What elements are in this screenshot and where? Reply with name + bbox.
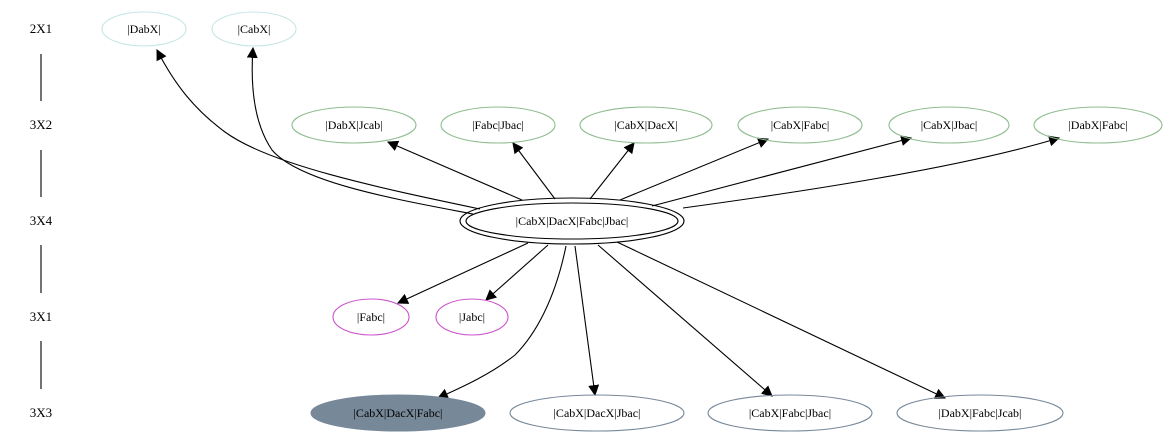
node-label: |CabX|Jbac| [921,118,978,132]
node-jabc[interactable]: |Jabc| [435,298,509,336]
node-dabx[interactable]: |DabX| [101,11,187,47]
edge-center-to-cabx-dacx [589,142,635,200]
edge-center-to-cabx-fabc [619,137,770,201]
rank-label-3x2: 3X2 [30,117,52,132]
edge-center-to-cabx-dacx-fabc [436,245,567,399]
edge-center-to-cabx-jbac [651,135,913,207]
node-cabx[interactable]: |CabX| [211,11,297,47]
edge-center-to-dabx-fabc [682,135,1061,209]
edge-center-to-fabc [397,242,529,304]
edges [156,46,1061,399]
edge-center-to-dabx-fabc-jcab [616,241,946,399]
edge-center-to-dabx [156,49,481,210]
edge-center-to-cabx-fabc-jbac [597,244,773,397]
node-cabx-fabc-jbac[interactable]: |CabX|Fabc|Jbac| [707,394,873,432]
node-cabx-dacx[interactable]: |CabX|DacX| [579,106,713,144]
node-label: |DabX|Fabc| [1068,118,1127,132]
node-dabx-jcab[interactable]: |DabX|Jcab| [291,106,417,144]
edge-center-to-jabc [485,244,549,301]
node-label: |DabX|Jcab| [325,118,382,132]
node-label: |CabX| [238,22,271,36]
node-cabx-jbac[interactable]: |CabX|Jbac| [888,106,1010,144]
node-label: |Fabc|Jbac| [472,118,524,132]
node-dabx-fabc[interactable]: |DabX|Fabc| [1033,106,1163,144]
rank-label-3x1: 3X1 [30,309,52,324]
node-label: |CabX|DacX| [614,118,677,132]
edge-center-to-cabx-dacx-jbac [574,245,600,397]
node-label: |DabX|Fabc|Jcab| [939,406,1022,420]
rank-label-3x3: 3X3 [30,405,52,420]
node-label: |Jabc| [459,310,485,324]
node-label: |CabX|DacX|Fabc| [354,406,443,420]
node-label: |CabX|DacX|Jbac| [554,406,641,420]
node-cabx-dacx-jbac[interactable]: |CabX|DacX|Jbac| [509,394,685,432]
edge-center-to-cabx [246,46,474,215]
rank-label-3x4: 3X4 [30,213,53,228]
node-fabc[interactable]: |Fabc| [332,298,410,336]
node-center[interactable]: |CabX|DacX|Fabc|Jbac| [459,197,685,245]
node-label: |CabX|Fabc|Jbac| [749,406,831,420]
node-cabx-fabc[interactable]: |CabX|Fabc| [737,106,863,144]
node-label: |Fabc| [357,310,385,324]
node-fabc-jbac[interactable]: |Fabc|Jbac| [440,106,556,144]
node-label: |CabX|DacX|Fabc|Jbac| [516,214,629,228]
edge-center-to-dabx-jcab [386,140,523,201]
rank-axis: 2X1 3X2 3X4 3X1 3X3 [30,21,53,420]
node-label: |DabX| [127,22,160,36]
rank-label-2x1: 2X1 [30,21,52,36]
node-dabx-fabc-jcab[interactable]: |DabX|Fabc|Jcab| [896,394,1064,432]
edge-center-to-fabc-jbac [512,142,556,200]
node-label: |CabX|Fabc| [771,118,830,132]
node-cabx-dacx-fabc[interactable]: |CabX|DacX|Fabc| [310,394,486,432]
